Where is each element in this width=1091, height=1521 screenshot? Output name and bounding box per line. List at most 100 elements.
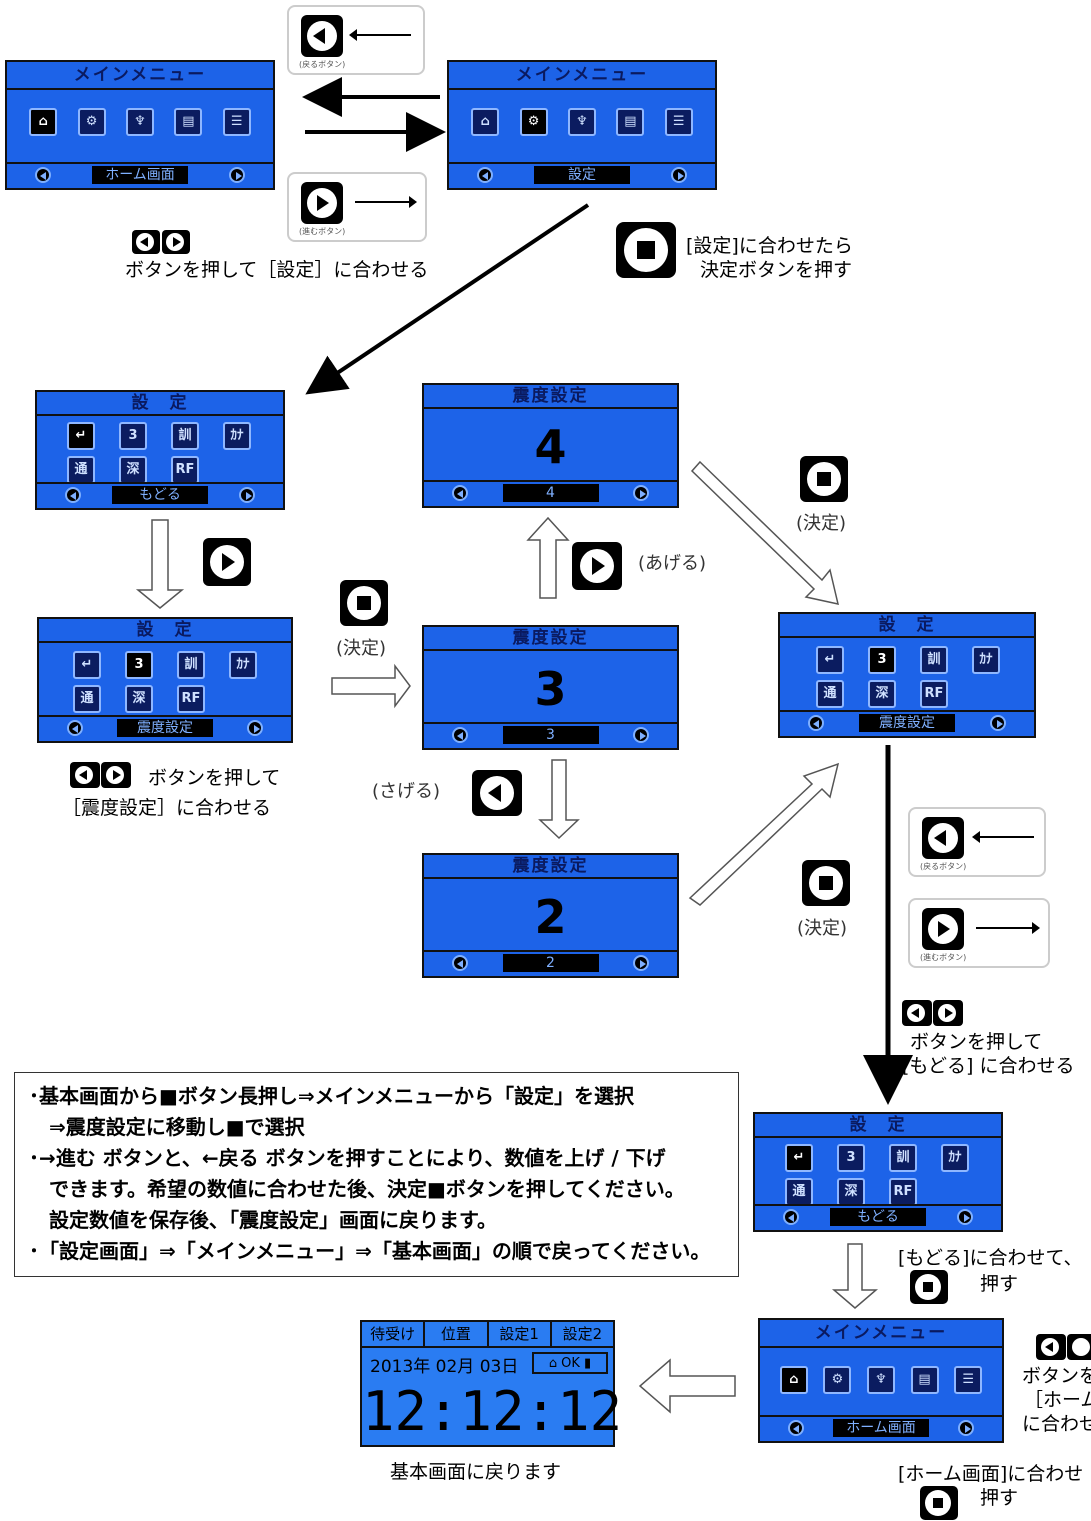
rf-icon[interactable]: RF: [177, 685, 205, 713]
comm-icon[interactable]: 通: [785, 1178, 813, 1206]
enter-icon[interactable]: ↵: [73, 651, 101, 679]
tab-position[interactable]: 位置: [425, 1322, 489, 1346]
forward-button-callout: (進むボタン): [908, 898, 1050, 968]
comm-icon[interactable]: 通: [67, 456, 95, 484]
left-arrow-icon[interactable]: [35, 167, 51, 183]
comm-icon[interactable]: 通: [73, 685, 101, 713]
shindo-value: 4: [534, 420, 567, 474]
right-arrow-icon[interactable]: [239, 487, 255, 503]
screen-title: 設 定: [37, 392, 283, 416]
home-screen: 待受け 位置 設定1 設定2 2013年 02月 03日 ⌂ OK ▮ 12:1…: [360, 1320, 622, 1447]
depth-icon[interactable]: 深: [119, 456, 147, 484]
callout-caption: (戻るボタン): [920, 862, 967, 871]
rf-icon[interactable]: RF: [889, 1178, 917, 1206]
tab-standby[interactable]: 待受け: [362, 1322, 426, 1346]
shindo-screen-2: 震度設定 2 2: [422, 853, 679, 978]
right-arrow-icon[interactable]: [633, 485, 649, 501]
right-arrow-icon[interactable]: [247, 720, 263, 736]
right-arrow-icon[interactable]: [990, 715, 1006, 731]
screen-title: メインメニュー: [760, 1320, 1002, 1348]
screen-title: 震度設定: [424, 385, 677, 409]
comm-icon[interactable]: 通: [816, 680, 844, 708]
settings-screen-back: 設 定 ↵ 3 訓 ｶﾅ 通 深 RF もどる: [35, 390, 285, 510]
home-icon[interactable]: ⌂: [471, 108, 500, 136]
antenna-icon[interactable]: ♆: [567, 108, 596, 136]
left-arrow-icon[interactable]: [788, 1420, 804, 1436]
antenna-icon[interactable]: ♆: [866, 1366, 895, 1394]
left-arrow-icon[interactable]: [452, 727, 468, 743]
selected-item: 震度設定: [117, 719, 213, 737]
drill-icon[interactable]: 訓: [171, 422, 199, 450]
left-arrow-icon[interactable]: [65, 487, 81, 503]
screen-footer: もどる: [755, 1204, 1001, 1230]
instruction-text: 決定ボタンを押す: [700, 259, 853, 281]
right-arrow-icon[interactable]: [957, 1209, 973, 1225]
depth-icon[interactable]: 深: [125, 685, 153, 713]
callout-caption: (進むボタン): [920, 953, 967, 962]
antenna-icon[interactable]: ♆: [125, 108, 154, 136]
status-text: OK: [561, 1355, 580, 1371]
tab-settings1[interactable]: 設定1: [489, 1322, 552, 1346]
right-arrow-icon[interactable]: [958, 1420, 974, 1436]
settings-screen-back-bottom: 設 定 ↵ 3 訓 ｶﾅ 通 深 RF もどる: [753, 1112, 1003, 1232]
left-arrow-icon[interactable]: [452, 955, 468, 971]
kana-icon[interactable]: ｶﾅ: [223, 422, 251, 450]
enter-icon[interactable]: ↵: [67, 422, 95, 450]
rf-icon[interactable]: RF: [920, 680, 948, 708]
screen-title: 設 定: [755, 1114, 1001, 1138]
home-icon[interactable]: ⌂: [29, 108, 58, 136]
kana-icon[interactable]: ｶﾅ: [972, 646, 1000, 674]
instruction-text: ボタンを: [1022, 1365, 1091, 1387]
depth-icon[interactable]: 深: [868, 680, 896, 708]
list-icon[interactable]: ☰: [664, 108, 693, 136]
shindo-icon[interactable]: 3: [119, 422, 147, 450]
list-icon[interactable]: ☰: [954, 1366, 983, 1394]
drill-icon[interactable]: 訓: [177, 651, 205, 679]
enter-icon[interactable]: ↵: [816, 646, 844, 674]
left-arrow-icon[interactable]: [452, 485, 468, 501]
right-arrow-icon[interactable]: [633, 955, 649, 971]
shindo-screen-3: 震度設定 3 3: [422, 625, 679, 750]
decide-label: (決定): [796, 513, 847, 534]
gear-icon[interactable]: ⚙: [519, 108, 548, 136]
decide-button-icon: [616, 222, 676, 278]
right-arrow-icon[interactable]: [633, 727, 649, 743]
main-menu-icons: ⌂ ⚙ ♆ ▤ ☰: [449, 108, 715, 136]
device-icon[interactable]: ▤: [616, 108, 645, 136]
selected-item: 設定: [534, 166, 630, 184]
left-arrow-icon[interactable]: [477, 167, 493, 183]
kana-icon[interactable]: ｶﾅ: [229, 651, 257, 679]
depth-icon[interactable]: 深: [837, 1178, 865, 1206]
right-arrow-icon[interactable]: [229, 167, 245, 183]
gear-icon[interactable]: ⚙: [823, 1366, 852, 1394]
device-icon[interactable]: ▤: [910, 1366, 939, 1394]
right-arrow-icon[interactable]: [671, 167, 687, 183]
left-arrow-icon[interactable]: [783, 1209, 799, 1225]
device-icon[interactable]: ▤: [174, 108, 203, 136]
drill-icon[interactable]: 訓: [920, 646, 948, 674]
decide-button-icon: [800, 456, 848, 502]
home-icon[interactable]: ⌂: [779, 1366, 808, 1394]
main-menu-screen-home-bottom: メインメニュー ⌂ ⚙ ♆ ▤ ☰ ホーム画面: [758, 1318, 1004, 1443]
right-button-icon: [933, 1000, 963, 1026]
left-arrow-icon[interactable]: [67, 720, 83, 736]
tab-settings2[interactable]: 設定2: [562, 1325, 603, 1343]
note-line: ⇒震度設定に移動し■で選択: [29, 1115, 305, 1139]
gear-icon[interactable]: ⚙: [77, 108, 106, 136]
shindo-icon[interactable]: 3: [868, 646, 896, 674]
rf-icon[interactable]: RF: [171, 456, 199, 484]
left-arrow-icon[interactable]: [808, 715, 824, 731]
back-button-callout: (戻るボタン): [908, 807, 1046, 877]
selected-item: ホーム画面: [833, 1419, 929, 1437]
shindo-icon[interactable]: 3: [125, 651, 153, 679]
shindo-icon[interactable]: 3: [837, 1144, 865, 1172]
drill-icon[interactable]: 訓: [889, 1144, 917, 1172]
kana-icon[interactable]: ｶﾅ: [941, 1144, 969, 1172]
note-line: ･→進む ボタンと、←戻る ボタンを押すことにより、数値を上げ / 下げ: [29, 1146, 666, 1170]
enter-icon[interactable]: ↵: [785, 1144, 813, 1172]
selected-item: もどる: [830, 1208, 926, 1226]
forward-button-icon: [922, 908, 964, 950]
lower-label: (さげる): [372, 781, 441, 802]
list-icon[interactable]: ☰: [222, 108, 251, 136]
decide-button-icon: [910, 1270, 948, 1304]
